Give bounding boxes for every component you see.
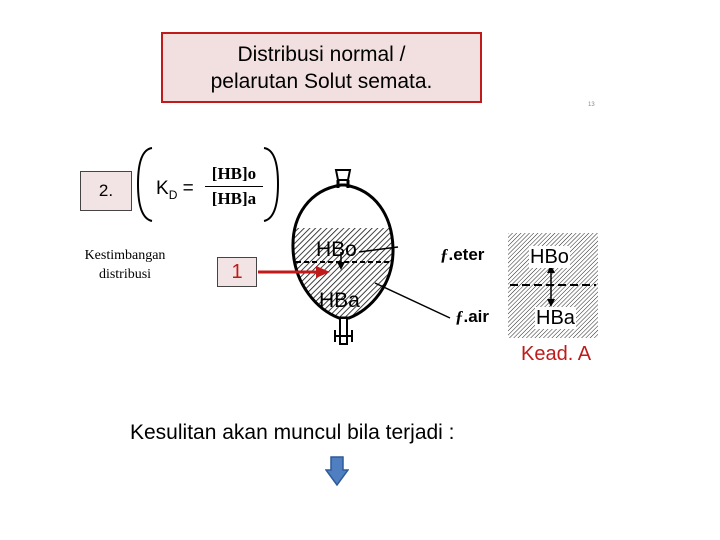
fraction-denominator: [HB]a: [211, 189, 257, 208]
caption-line-2: distribusi: [98, 267, 152, 282]
kd-symbol: KD =: [156, 178, 194, 202]
equilibrium-caption: Kestimbangan distribusi: [60, 246, 190, 284]
stopcock-icon: [334, 330, 353, 342]
fraction: [HB]o [HB]a: [205, 164, 263, 209]
funnel-lower-label: HBa: [319, 289, 360, 312]
lower-phase-label: ƒ.air: [455, 307, 489, 327]
right-paren: [263, 147, 280, 222]
phase-name: .eter: [448, 245, 485, 264]
slide-number: 13: [588, 102, 595, 108]
k-subscript: D: [168, 187, 178, 202]
left-paren: [136, 147, 153, 222]
ratio-value-box: 1: [217, 257, 257, 287]
funnel-stopper: [334, 169, 352, 181]
title-line-2: pelarutan Solut semata.: [210, 69, 433, 93]
funnel-bulb: [291, 183, 395, 320]
down-arrow-icon[interactable]: [325, 456, 349, 486]
phase-symbol: ƒ: [455, 307, 464, 326]
upper-phase-label: ƒ.eter: [440, 245, 484, 265]
phase-name: .air: [463, 307, 490, 326]
phase-upper-species: HBo: [529, 246, 570, 268]
title-line-1: Distribusi normal /: [237, 42, 406, 66]
phase-symbol: ƒ: [440, 245, 449, 264]
phase-lower-species: HBa: [535, 307, 576, 329]
equals-sign: =: [182, 178, 194, 199]
item-number-box: 2.: [80, 171, 132, 211]
k-letter: K: [156, 178, 169, 199]
funnel-stem: [339, 317, 348, 345]
fraction-numerator: [HB]o: [205, 164, 263, 187]
leader-lower: [374, 282, 451, 319]
caption-line-1: Kestimbangan: [84, 248, 166, 263]
state-label: Kead. A: [521, 343, 592, 365]
title-box: Distribusi normal / pelarutan Solut sema…: [161, 32, 482, 103]
funnel-upper-label: HBo: [316, 238, 357, 261]
difficulty-text: Kesulitan akan muncul bila terjadi :: [130, 421, 455, 444]
